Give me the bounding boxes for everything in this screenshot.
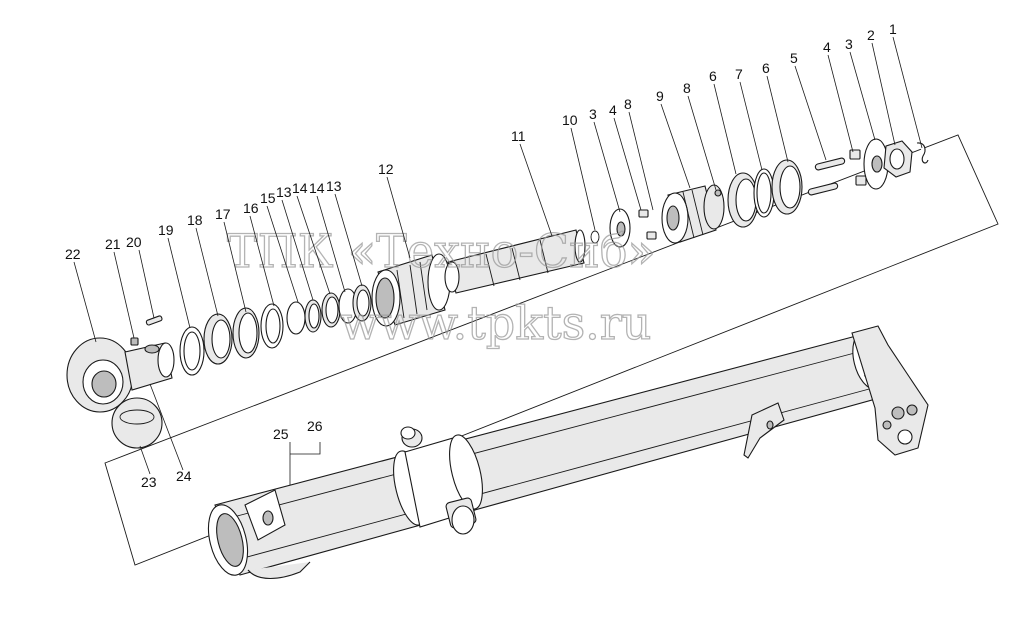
- watermark-line2: www.tpkts.ru: [340, 296, 651, 350]
- callout-6: 6: [762, 60, 770, 76]
- piston-assembly: [609, 184, 725, 248]
- callout-18: 18: [187, 212, 203, 228]
- callout-10: 10: [562, 112, 578, 128]
- fastener-set: [807, 138, 929, 196]
- callout-4: 4: [609, 102, 617, 118]
- watermark-line1: ТПК «Техно-Сиб»: [227, 224, 656, 278]
- callout-23: 23: [141, 474, 157, 490]
- callout-3: 3: [589, 106, 597, 122]
- callout-3: 3: [845, 36, 853, 52]
- callout-numbers: 1 2 3 4 5 6 7 6 8 9 8 4 3 10 11 12 13 14…: [65, 21, 897, 490]
- guide-rings: [727, 159, 803, 228]
- cylinder-barrel: [207, 325, 929, 580]
- callout-1: 1: [889, 21, 897, 37]
- callout-16: 16: [243, 200, 259, 216]
- callout-20: 20: [126, 234, 142, 250]
- piston-rod: [444, 229, 600, 294]
- cylinder-gland: [371, 253, 451, 327]
- callout-26: 26: [307, 418, 323, 434]
- callout-8: 8: [624, 96, 632, 112]
- watermark: ТПК «Техно-Сиб» www.tpkts.ru: [226, 223, 656, 350]
- callout-19: 19: [158, 222, 174, 238]
- callout-9: 9: [656, 88, 664, 104]
- callout-2: 2: [867, 27, 875, 43]
- callout-17: 17: [215, 206, 231, 222]
- callout-13: 13: [326, 178, 342, 194]
- callout-8: 8: [683, 80, 691, 96]
- callout-24: 24: [176, 468, 192, 484]
- callout-14: 14: [292, 180, 308, 196]
- callout-25: 25: [273, 426, 289, 442]
- seal-ring-set: [179, 284, 372, 376]
- callout-5: 5: [790, 50, 798, 66]
- callout-14: 14: [309, 180, 325, 196]
- callout-6: 6: [709, 68, 717, 84]
- callout-7: 7: [735, 66, 743, 82]
- callout-4: 4: [823, 39, 831, 55]
- spherical-bearing: [111, 397, 163, 449]
- callout-22: 22: [65, 246, 81, 262]
- callout-21: 21: [105, 236, 121, 252]
- assembly-frame: [104, 134, 999, 566]
- callout-13: 13: [276, 184, 292, 200]
- leader-lines: [73, 36, 923, 485]
- callout-15: 15: [260, 190, 276, 206]
- callout-12: 12: [378, 161, 394, 177]
- callout-11: 11: [511, 128, 526, 144]
- rod-end-eye: [66, 315, 175, 413]
